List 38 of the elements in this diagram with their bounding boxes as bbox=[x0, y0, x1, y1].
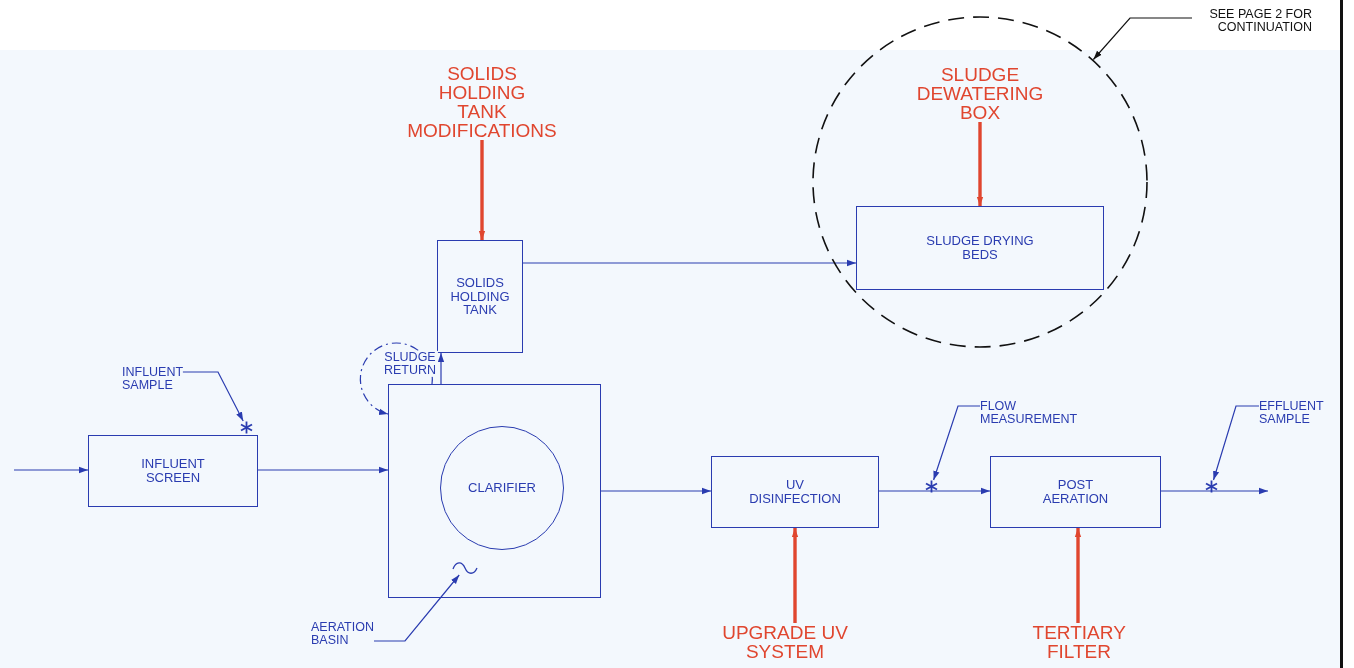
boundary-circle bbox=[812, 16, 1148, 348]
process-box: POST AERATION bbox=[990, 456, 1161, 528]
flow-arrow bbox=[1160, 487, 1269, 495]
leader-line bbox=[933, 405, 981, 481]
flow-arrow bbox=[13, 466, 89, 474]
note-text: EFFLUENT SAMPLE bbox=[1259, 400, 1324, 427]
leader-line bbox=[373, 574, 460, 642]
edge-label: SLUDGE RETURN bbox=[381, 350, 439, 378]
note-text: SEE PAGE 2 FOR CONTINUATION bbox=[1192, 8, 1312, 35]
callout-text: SLUDGE DEWATERING BOX bbox=[916, 65, 1044, 122]
process-box: SOLIDS HOLDING TANK bbox=[437, 240, 523, 353]
note-text: AERATION BASIN bbox=[311, 621, 374, 648]
process-box: SLUDGE DRYING BEDS bbox=[856, 206, 1104, 290]
callout-arrow bbox=[791, 528, 799, 623]
flow-arrow bbox=[437, 352, 445, 385]
flow-arrow bbox=[600, 487, 712, 495]
sample-point-icon bbox=[925, 480, 938, 493]
sample-point-icon bbox=[1205, 480, 1218, 493]
flow-arrow bbox=[878, 487, 991, 495]
aeration-basin-box bbox=[388, 384, 601, 598]
process-box: INFLUENT SCREEN bbox=[88, 435, 258, 507]
note-text: FLOW MEASUREMENT bbox=[980, 400, 1078, 427]
callout-arrow bbox=[976, 122, 984, 206]
leader-line bbox=[1212, 405, 1260, 481]
flow-arrow bbox=[522, 259, 857, 267]
leader-line bbox=[182, 371, 244, 422]
leader-line bbox=[1092, 17, 1193, 61]
callout-text: SOLIDS HOLDING TANK MODIFICATIONS bbox=[407, 64, 557, 140]
callout-text: TERTIARY FILTER bbox=[1032, 623, 1126, 661]
callout-arrow bbox=[1074, 528, 1082, 623]
process-box: UV DISINFECTION bbox=[711, 456, 879, 528]
return-arrow bbox=[359, 342, 433, 415]
callout-text: UPGRADE UV SYSTEM bbox=[710, 623, 860, 661]
flow-arrow bbox=[257, 466, 389, 474]
callout-arrow bbox=[478, 140, 486, 240]
mixer-icon bbox=[452, 561, 478, 575]
sample-point-icon bbox=[240, 421, 253, 434]
note-text: INFLUENT SAMPLE bbox=[122, 366, 183, 393]
